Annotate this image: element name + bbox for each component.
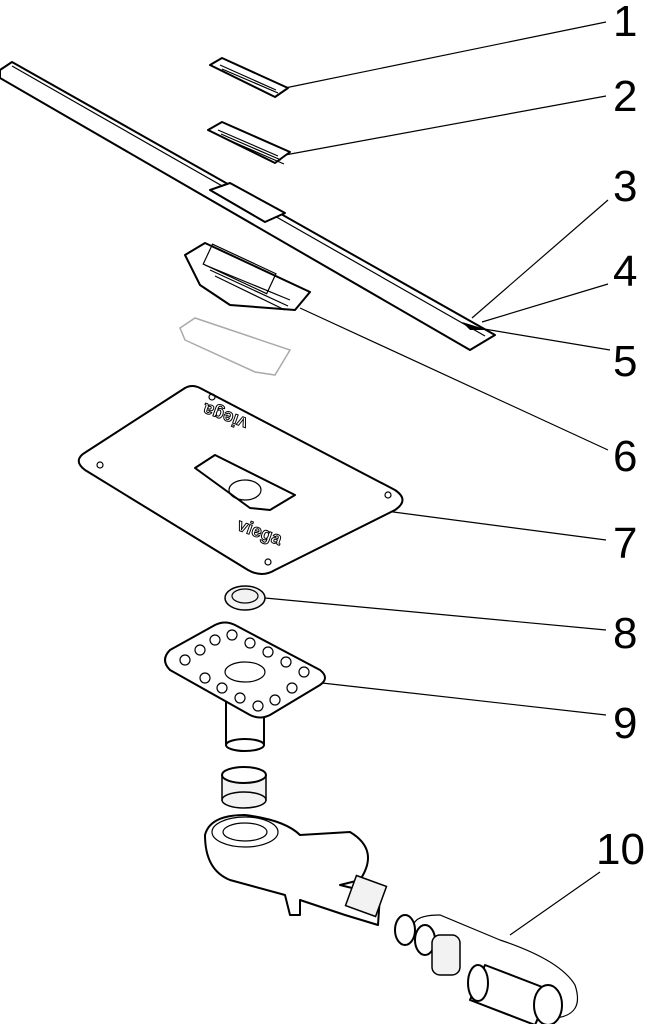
connection-pipe [467, 964, 563, 1024]
leader-line-2 [284, 95, 607, 156]
leader-line-9 [321, 682, 607, 716]
leader-line-6 [299, 307, 609, 451]
grate-cover-2 [207, 121, 291, 165]
leader-line-7 [377, 509, 607, 541]
callout-7: 7 [613, 519, 638, 568]
callout-9: 9 [613, 699, 638, 748]
grate-cover-1 [209, 57, 289, 98]
callout-5: 5 [613, 337, 638, 386]
callout-4: 4 [613, 247, 638, 296]
callout-6: 6 [613, 432, 638, 481]
callout-1: 1 [613, 0, 638, 46]
leader-line-1 [284, 21, 607, 89]
callout-10: 10 [596, 825, 645, 874]
drain-flange [164, 621, 326, 752]
seal-rings [394, 914, 461, 976]
callout-8: 8 [613, 609, 638, 658]
drain-body [204, 814, 388, 926]
leader-line-3 [471, 199, 609, 319]
leader-line-8 [264, 597, 607, 631]
leader-line-10 [412, 871, 601, 1019]
leader-lines [264, 21, 611, 1019]
drain-channel-rail [0, 61, 496, 351]
leader-line-5 [477, 327, 611, 351]
callout-2: 2 [613, 72, 638, 121]
seal-pad [179, 317, 292, 376]
mounting-plate: viega viega [77, 385, 404, 575]
ring-insert [224, 585, 266, 611]
pipe-adapter [221, 766, 267, 809]
callout-3: 3 [613, 162, 638, 211]
trap-insert [184, 242, 311, 311]
leader-line-4 [481, 283, 609, 323]
